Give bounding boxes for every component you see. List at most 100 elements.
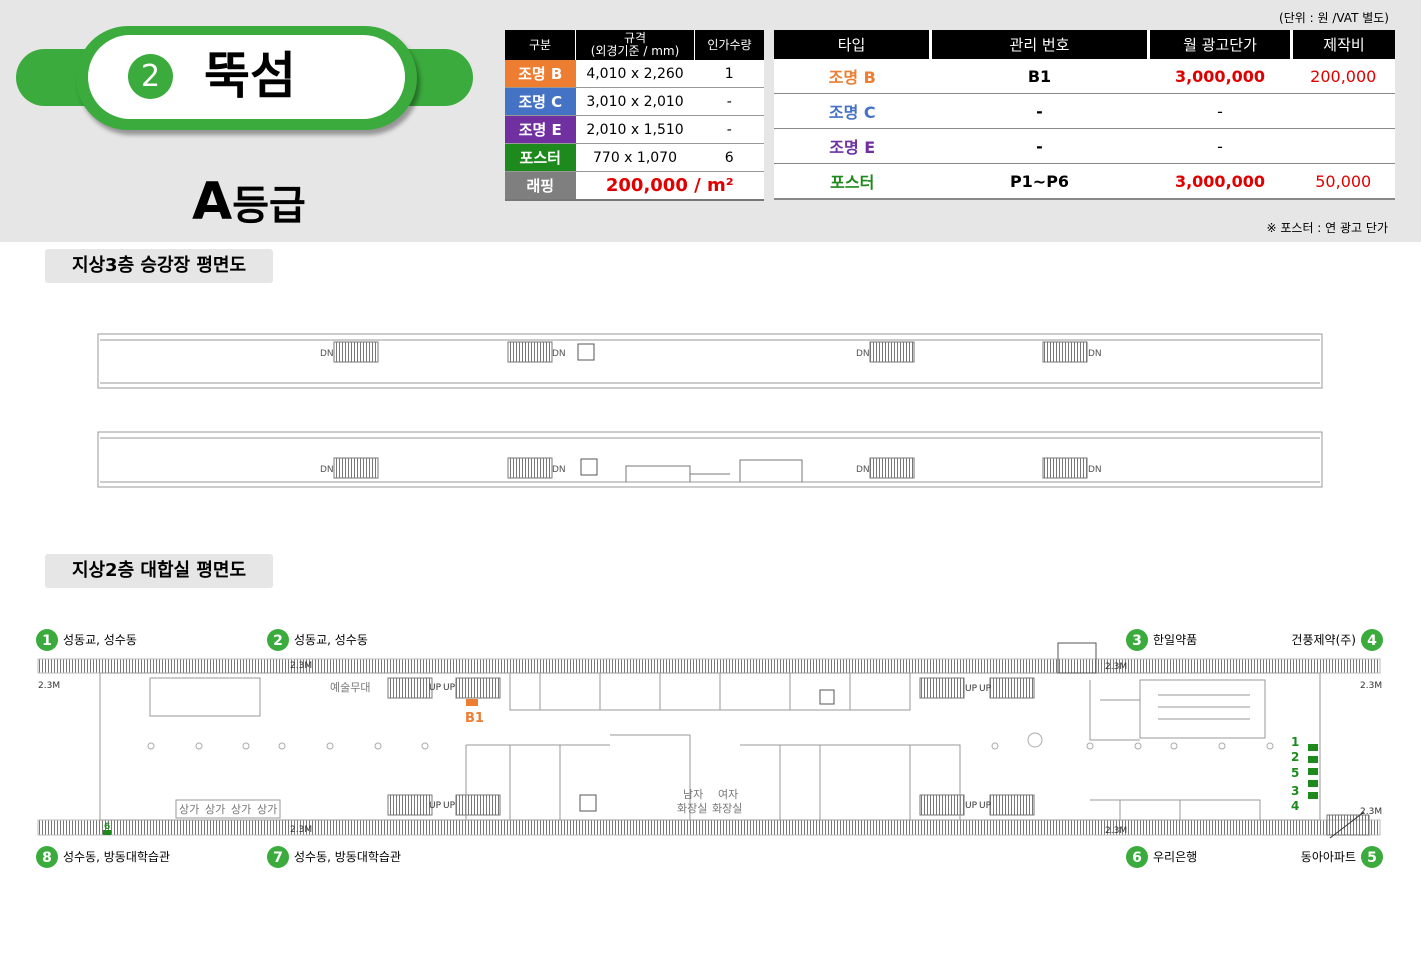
concourse-plan-title: 지상2층 대합실 평면도: [45, 554, 273, 588]
price-type: 포스터: [774, 163, 931, 200]
price-production: 50,000: [1291, 163, 1395, 200]
exit-1: 1 성동교, 성수동: [36, 629, 137, 651]
exit-number: 8: [42, 850, 52, 866]
elevator: [577, 343, 595, 361]
escalator: [869, 457, 915, 479]
spec-type: 조명 E: [505, 115, 576, 144]
height-label: 2.3M: [290, 661, 312, 671]
up-label: UP: [965, 801, 978, 811]
exit-number: 2: [273, 633, 283, 649]
up-label: UP: [443, 801, 456, 811]
exit-7: 7 성수동, 방동대학습관: [267, 846, 401, 868]
dn-label: DN: [1088, 465, 1102, 475]
poster-number: 3: [1291, 784, 1299, 798]
exit-label: 성동교, 성수동: [294, 633, 368, 647]
unit-note: (단위 : 원 /VAT 별도): [1279, 11, 1389, 25]
spec-row-wrap: 래핑 200,000 / m²: [505, 171, 764, 201]
dn-label: DN: [1088, 349, 1102, 359]
poster-location: [1308, 768, 1318, 775]
exit-number: 6: [1132, 850, 1142, 866]
elevator: [579, 794, 597, 812]
platform-north: [97, 333, 1323, 389]
escalator: [989, 794, 1035, 816]
price-code: -: [930, 93, 1149, 129]
spec-type: 조명 C: [505, 87, 576, 116]
height-label: 2.3M: [1105, 662, 1127, 672]
escalator: [455, 794, 501, 816]
exit-number-circle: [36, 846, 58, 868]
exit-label: 성동교, 성수동: [63, 633, 137, 647]
price-production: 200,000: [1291, 59, 1395, 94]
dn-label: DN: [856, 465, 870, 475]
up-label: UP: [965, 684, 978, 694]
exit-label: 성수동, 방동대학습관: [294, 850, 401, 864]
exit-label: 동아아파트: [1301, 850, 1356, 864]
exit-number-circle: [1126, 629, 1148, 651]
escalator: [1042, 457, 1088, 479]
escalator: [919, 794, 965, 816]
exit-number-circle: [36, 629, 58, 651]
height-label: 2.3M: [38, 681, 60, 691]
art-stage-label: 예술무대: [330, 681, 370, 694]
price-row: 조명 B B1 3,000,000 200,000: [774, 59, 1395, 94]
price-monthly: 3,000,000: [1148, 163, 1292, 200]
price-code: P1~P6: [930, 163, 1149, 200]
escalator: [919, 677, 965, 699]
poster-number: 5: [1291, 766, 1299, 780]
elevator: [819, 689, 835, 705]
grade-suffix: 등급: [232, 183, 306, 229]
poster-location: [1308, 744, 1318, 751]
exit-number: 3: [1132, 633, 1142, 649]
price-production: [1291, 128, 1395, 164]
escalator: [333, 457, 379, 479]
exit-number-circle: [1361, 846, 1383, 868]
poster-location: [1308, 756, 1318, 763]
up-label: UP: [979, 684, 992, 694]
exit-label: 건풍제약(주): [1291, 632, 1356, 647]
exit-5: 5 동아아파트: [1301, 846, 1383, 868]
up-label: UP: [979, 801, 992, 811]
up-label: UP: [443, 683, 456, 693]
restroom-label: 화장실: [677, 802, 707, 815]
exit-number-circle: [267, 846, 289, 868]
dn-label: DN: [856, 349, 870, 359]
exit-3: 3 한일약품: [1126, 629, 1197, 651]
poster-price-note: ※ 포스터 : 연 광고 단가: [1266, 221, 1389, 235]
exit-number: 5: [1367, 850, 1377, 866]
ad-location-b1: [466, 699, 478, 706]
b1-label: B1: [465, 711, 484, 726]
walkway-south: [37, 819, 1381, 836]
escalator: [1042, 341, 1088, 363]
escalator: [869, 341, 915, 363]
price-type: 조명 B: [774, 59, 931, 94]
poster-number: 4: [1291, 799, 1299, 813]
poster-location: [1308, 792, 1318, 799]
up-label: UP: [429, 683, 442, 693]
height-label: 2.3M: [290, 825, 312, 835]
spec-row: 포스터 770 x 1,070 6: [505, 143, 764, 172]
poster-location-6: [103, 830, 111, 835]
platform-plan: [97, 333, 1323, 488]
price-row: 조명 E - -: [774, 128, 1395, 164]
price-row: 포스터 P1~P6 3,000,000 50,000: [774, 163, 1395, 200]
dn-label: DN: [320, 349, 334, 359]
exit-8: 8 성수동, 방동대학습관: [36, 846, 170, 868]
shop-label: 상가: [179, 803, 199, 816]
price-monthly: -: [1148, 93, 1292, 129]
spec-header-qty: 인가수량: [694, 30, 764, 60]
price-header-type: 타입: [774, 30, 931, 59]
shop-label: 상가: [205, 803, 225, 816]
escalator: [387, 677, 433, 699]
exit-number-circle: [1126, 846, 1148, 868]
poster-number: 1: [1291, 735, 1299, 749]
exit-number: 4: [1367, 633, 1377, 649]
spec-type-wrap: 래핑: [505, 171, 576, 201]
spec-qty: -: [694, 115, 764, 144]
spec-qty: -: [694, 87, 764, 116]
escalator: [507, 457, 553, 479]
spec-header-type: 구분: [505, 30, 576, 60]
columns: [147, 732, 1274, 750]
price-header-monthly: 월 광고단가: [1147, 30, 1292, 59]
spec-qty: 6: [694, 143, 764, 172]
exit-4: 4 건풍제약(주): [1291, 629, 1383, 651]
